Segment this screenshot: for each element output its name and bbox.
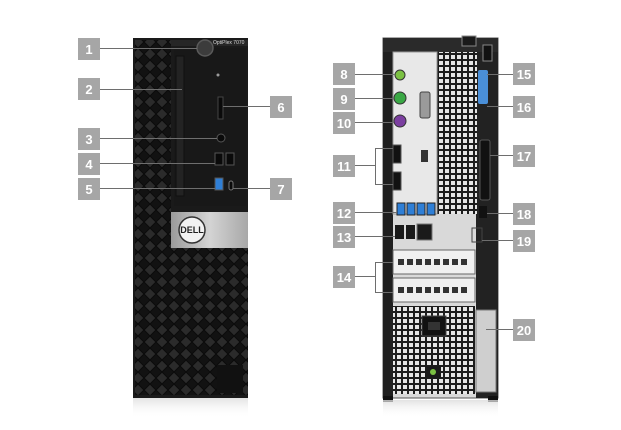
dell-logo xyxy=(178,216,206,244)
leader-5 xyxy=(100,188,215,189)
leader-1 xyxy=(100,48,197,49)
leader-8 xyxy=(355,74,395,75)
callout-4: 4 xyxy=(78,153,100,175)
leader-14 xyxy=(355,276,375,277)
callout-6: 6 xyxy=(270,96,292,118)
ps2-keyboard-port[interactable] xyxy=(393,114,407,128)
front-view: DELL xyxy=(133,38,248,418)
rear-view xyxy=(382,35,499,418)
usb2-port-2[interactable] xyxy=(225,152,235,166)
callout-11: 11 xyxy=(333,155,355,177)
leader-10 xyxy=(355,122,394,123)
usb3-port[interactable] xyxy=(214,177,224,191)
front-foot-badge xyxy=(217,365,243,393)
leader-11 xyxy=(355,165,375,166)
line-out-port[interactable] xyxy=(394,69,406,81)
power-button[interactable] xyxy=(196,39,214,57)
rear-vent xyxy=(437,52,477,214)
serial-port[interactable] xyxy=(419,91,431,119)
leader-15 xyxy=(487,74,513,75)
displayport-2[interactable] xyxy=(392,171,402,191)
rear-usb3-port-4[interactable] xyxy=(426,202,436,216)
callout-15: 15 xyxy=(513,63,535,85)
leader-2 xyxy=(100,89,182,90)
callout-7: 7 xyxy=(270,178,292,200)
rear-usb3-port-2[interactable] xyxy=(406,202,416,216)
rear-usb2-port-1[interactable] xyxy=(395,225,404,239)
callout-8: 8 xyxy=(333,63,355,85)
callout-1: 1 xyxy=(78,38,100,60)
callout-19: 19 xyxy=(513,230,535,252)
sd-card-slot[interactable] xyxy=(217,96,224,120)
leader-12 xyxy=(355,212,397,213)
callout-12: 12 xyxy=(333,202,355,224)
callout-17: 17 xyxy=(513,145,535,167)
leader-13 xyxy=(355,236,395,237)
callout-9: 9 xyxy=(333,88,355,110)
callout-20: 20 xyxy=(513,319,535,341)
leader-6 xyxy=(223,106,270,107)
leader-7 xyxy=(233,188,270,189)
leader-20 xyxy=(486,329,513,330)
rear-usb2-port-2[interactable] xyxy=(406,225,415,239)
usb-c-port[interactable] xyxy=(228,180,234,191)
callout-13: 13 xyxy=(333,226,355,248)
leader-16 xyxy=(487,106,513,107)
rear-usb3-port-1[interactable] xyxy=(396,202,406,216)
callout-10: 10 xyxy=(333,112,355,134)
front-io-panel xyxy=(174,48,246,206)
ps2-mouse-port[interactable] xyxy=(393,91,407,105)
leader-4 xyxy=(100,163,215,164)
leader-17 xyxy=(490,155,513,156)
leader-18 xyxy=(487,213,513,214)
dell-logo-text: DELL xyxy=(180,225,204,235)
callout-5: 5 xyxy=(78,178,100,200)
callout-18: 18 xyxy=(513,203,535,225)
callout-14: 14 xyxy=(333,266,355,288)
leader-3 xyxy=(100,138,217,139)
displayport-1[interactable] xyxy=(392,144,402,164)
cover-release-latch[interactable] xyxy=(478,70,488,104)
usb2-port-1[interactable] xyxy=(214,152,224,166)
rj45-port[interactable] xyxy=(416,223,433,241)
callout-3: 3 xyxy=(78,128,100,150)
leader-19 xyxy=(482,240,513,241)
leader-9 xyxy=(355,98,394,99)
front-mesh-upper xyxy=(135,40,171,212)
rear-usb3-port-3[interactable] xyxy=(416,202,426,216)
callout-16: 16 xyxy=(513,96,535,118)
audio-jack[interactable] xyxy=(216,133,226,143)
model-label: OptiPlex 7070 xyxy=(213,40,245,46)
callout-2: 2 xyxy=(78,78,100,100)
